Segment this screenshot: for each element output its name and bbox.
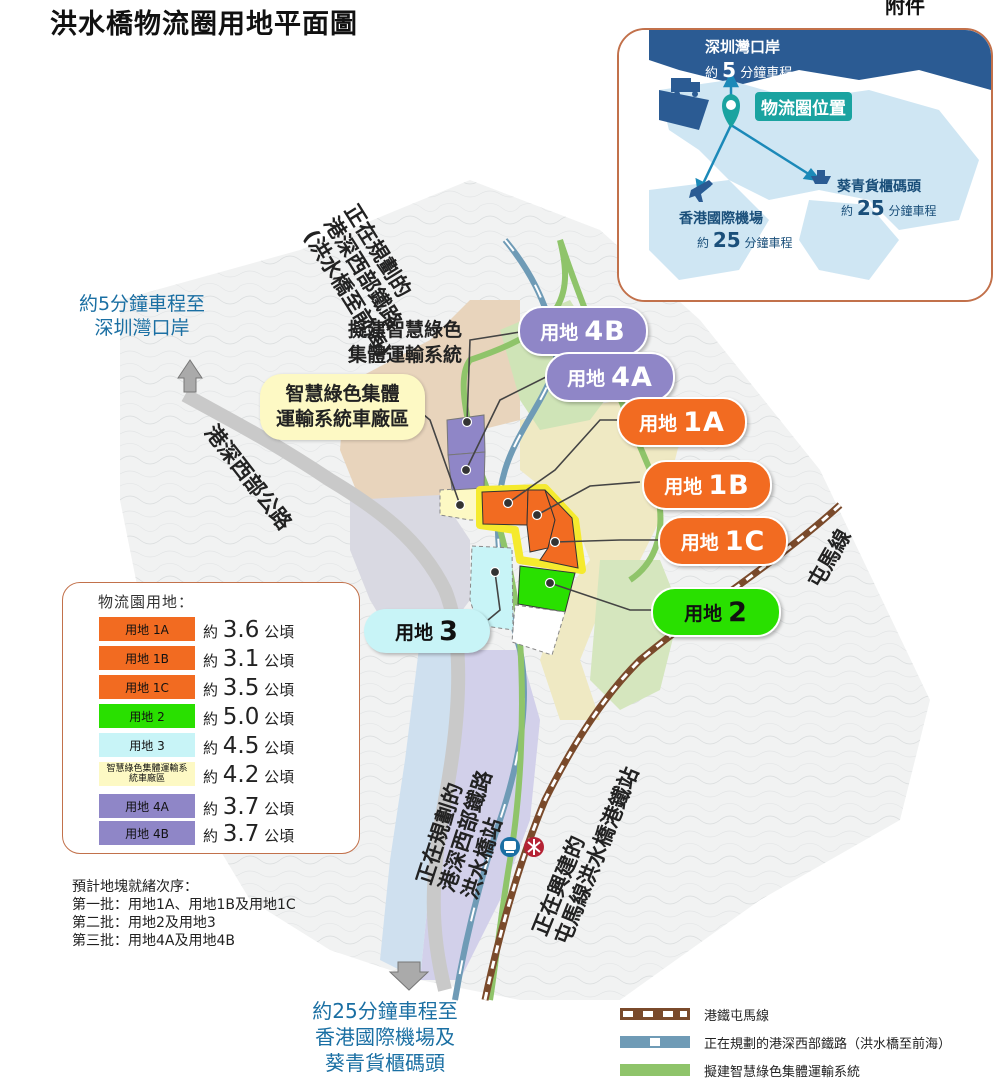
to-airport-label: 約25分鐘車程至 香港國際機場及 葵青貨櫃碼頭: [312, 999, 458, 1075]
rail-line-swatch: [620, 1036, 690, 1048]
mtr-station-icon: [524, 837, 544, 857]
legend-swatch: 用地 1B: [99, 646, 195, 670]
legend-row: 用地 4A: [99, 794, 195, 818]
mtr-line-swatch: [620, 1008, 690, 1020]
legend-value: 約 3.7 公頃: [203, 794, 295, 820]
legend-row: 用地 1B: [99, 646, 195, 670]
legend-row: 用地 3: [99, 733, 195, 757]
site-3-area: [469, 545, 514, 631]
legend-swatch: 用地 1C: [99, 675, 195, 699]
legend-row: 用地 1A: [99, 617, 195, 641]
rail-station-icon: [500, 837, 520, 857]
zone-lavender: [420, 650, 540, 980]
inset-map-graphic: [619, 30, 991, 300]
legend-value: 約 4.2 公頃: [203, 762, 295, 788]
inset-airport-time: 約 25 分鐘車程: [697, 228, 793, 252]
legend-title: 物流園用地：: [98, 593, 195, 611]
transit-line-swatch: [620, 1064, 690, 1076]
schedule-heading: 預計地塊就緒次序：: [72, 879, 198, 895]
inset-airport: 香港國際機場: [679, 211, 763, 227]
legend-swatch: 用地 3: [99, 733, 195, 757]
legend-value: 約 4.5 公頃: [203, 733, 295, 759]
legend-swatch: 用地 2: [99, 704, 195, 728]
leader-lines: [417, 331, 660, 621]
site-1c-area: [539, 489, 579, 569]
site-1a-area: [481, 489, 529, 526]
legend-value: 約 3.5 公頃: [203, 675, 295, 701]
legend-swatch: 用地 4A: [99, 794, 195, 818]
legend-value: 約 3.7 公頃: [203, 821, 295, 847]
airplane-icon: [689, 180, 713, 202]
inset-shenzhen-time: 約 5 分鐘車程: [705, 58, 793, 82]
location-inset-map: 深圳灣口岸 約 5 分鐘車程 物流圈位置 香港國際機場 約 25 分鐘車程 葵青…: [617, 28, 993, 302]
schedule-line: 第一批：用地1A、用地1B及用地1C: [72, 897, 296, 913]
readiness-schedule: 預計地塊就緒次序： 第一批：用地1A、用地1B及用地1C 第二批：用地2及用地3…: [72, 878, 296, 950]
legend-row: 用地 4B: [99, 821, 195, 845]
inset-shenzhen-port: 深圳灣口岸: [705, 38, 781, 56]
legend-row: 智慧綠色集體運輸系統車廠區: [99, 762, 195, 786]
site-area-legend: 物流園用地： 用地 1A 約 3.6 公頃 用地 1B 約 3.1 公頃 用地 …: [62, 582, 360, 854]
line-legend-row: 擬建智慧綠色集體運輸系統: [620, 1056, 951, 1084]
schedule-line: 第二批：用地2及用地3: [72, 915, 216, 931]
arrow-to-airport-icon: [388, 961, 430, 991]
legend-value: 約 5.0 公頃: [203, 704, 295, 730]
legend-swatch: 智慧綠色集體運輸系統車廠區: [99, 762, 195, 786]
ship-icon: [811, 170, 831, 184]
legend-row: 用地 2: [99, 704, 195, 728]
legend-row: 用地 1C: [99, 675, 195, 699]
depot-label: 智慧綠色集體 運輸系統車廠區: [260, 374, 426, 440]
inset-location-label: 物流圈位置: [755, 92, 852, 121]
line-legend-row: 港鐵屯馬線: [620, 1000, 951, 1028]
truck-icon: [671, 78, 700, 97]
site-markers: [454, 416, 561, 589]
transit-system-label: 擬建智慧綠色 集體運輸系統: [348, 319, 463, 366]
line-legend: 港鐵屯馬線 正在規劃的港深西部鐵路（洪水橋至前海） 擬建智慧綠色集體運輸系統: [620, 1000, 951, 1084]
arrow-to-shenzhen-icon: [177, 359, 203, 393]
page-title: 洪水橋物流圈用地平面圖: [50, 9, 358, 40]
legend-value: 約 3.1 公頃: [203, 646, 295, 672]
location-pin-icon: [722, 94, 740, 128]
to-shenzhen-label: 約5分鐘車程至 深圳灣口岸: [78, 293, 206, 339]
legend-swatch: 用地 4B: [99, 821, 195, 845]
schedule-line: 第三批：用地4A及用地4B: [72, 933, 235, 949]
annex-label: 附件: [885, 0, 925, 18]
line-legend-row: 正在規劃的港深西部鐵路（洪水橋至前海）: [620, 1028, 951, 1056]
inset-terminal-time: 約 25 分鐘車程: [841, 196, 937, 220]
zone-light-blue: [380, 640, 460, 980]
inset-terminal: 葵青貨櫃碼頭: [837, 179, 921, 195]
legend-swatch: 用地 1A: [99, 617, 195, 641]
legend-value: 約 3.6 公頃: [203, 617, 295, 643]
highway-road: [181, 388, 466, 992]
